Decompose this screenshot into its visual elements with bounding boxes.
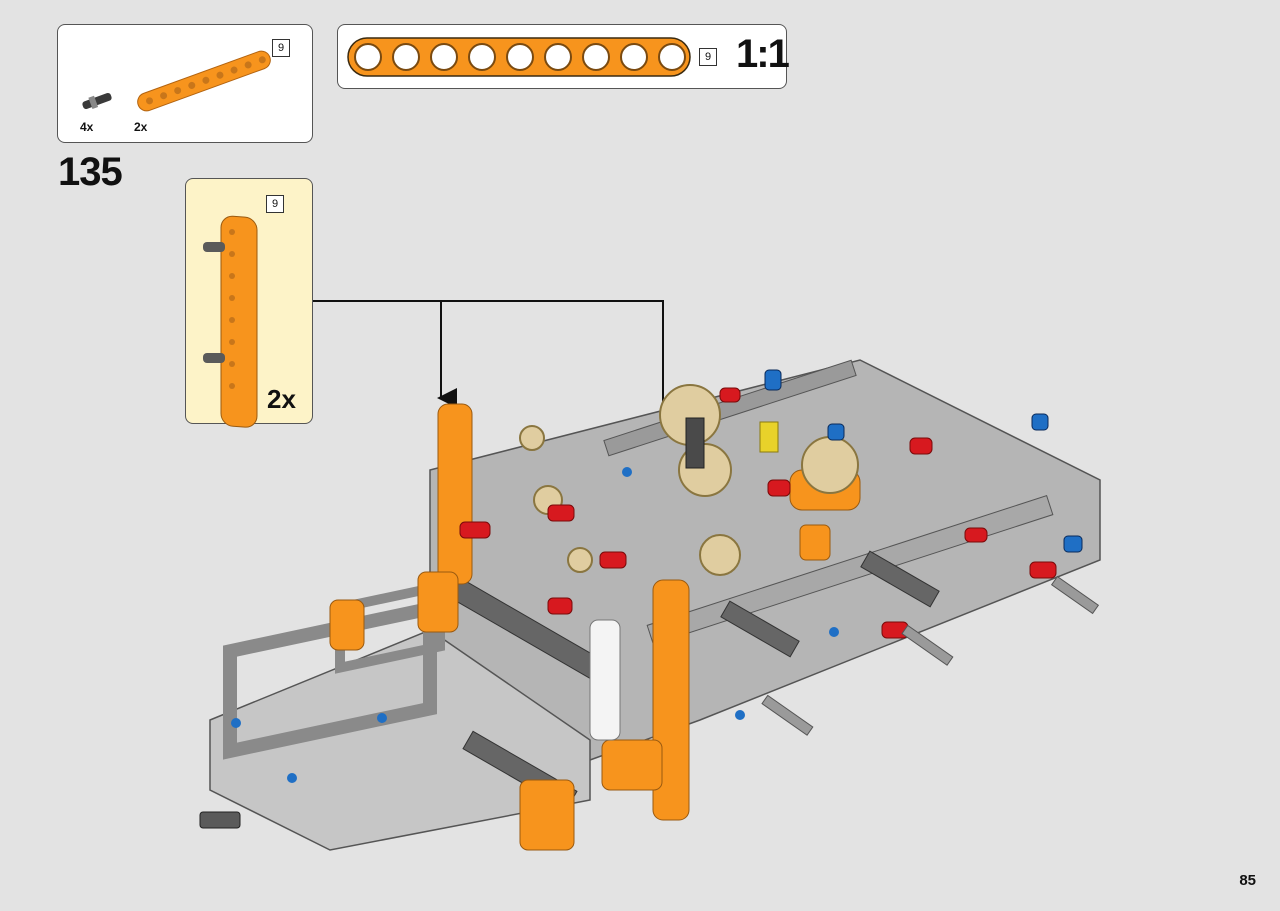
page-number: 85 (1239, 872, 1256, 889)
scale-beam-length-label: 9 (699, 48, 717, 66)
subassembly-beam-icon (203, 215, 258, 428)
orange-beam-qty: 2x (134, 120, 148, 134)
subassembly-beam-length-label: 9 (266, 195, 284, 213)
step-number: 135 (58, 150, 123, 194)
orange-beam-9-icon (137, 50, 271, 112)
main-model-illustration (199, 359, 1101, 851)
beam-length-label: 9 (272, 39, 290, 57)
connector-pin-qty: 4x (80, 120, 94, 134)
scale-beam-icon (347, 37, 691, 77)
subassembly-qty: 2x (267, 384, 296, 414)
scale-label: 1:1 (736, 32, 790, 76)
connector-pin-icon (82, 92, 112, 110)
